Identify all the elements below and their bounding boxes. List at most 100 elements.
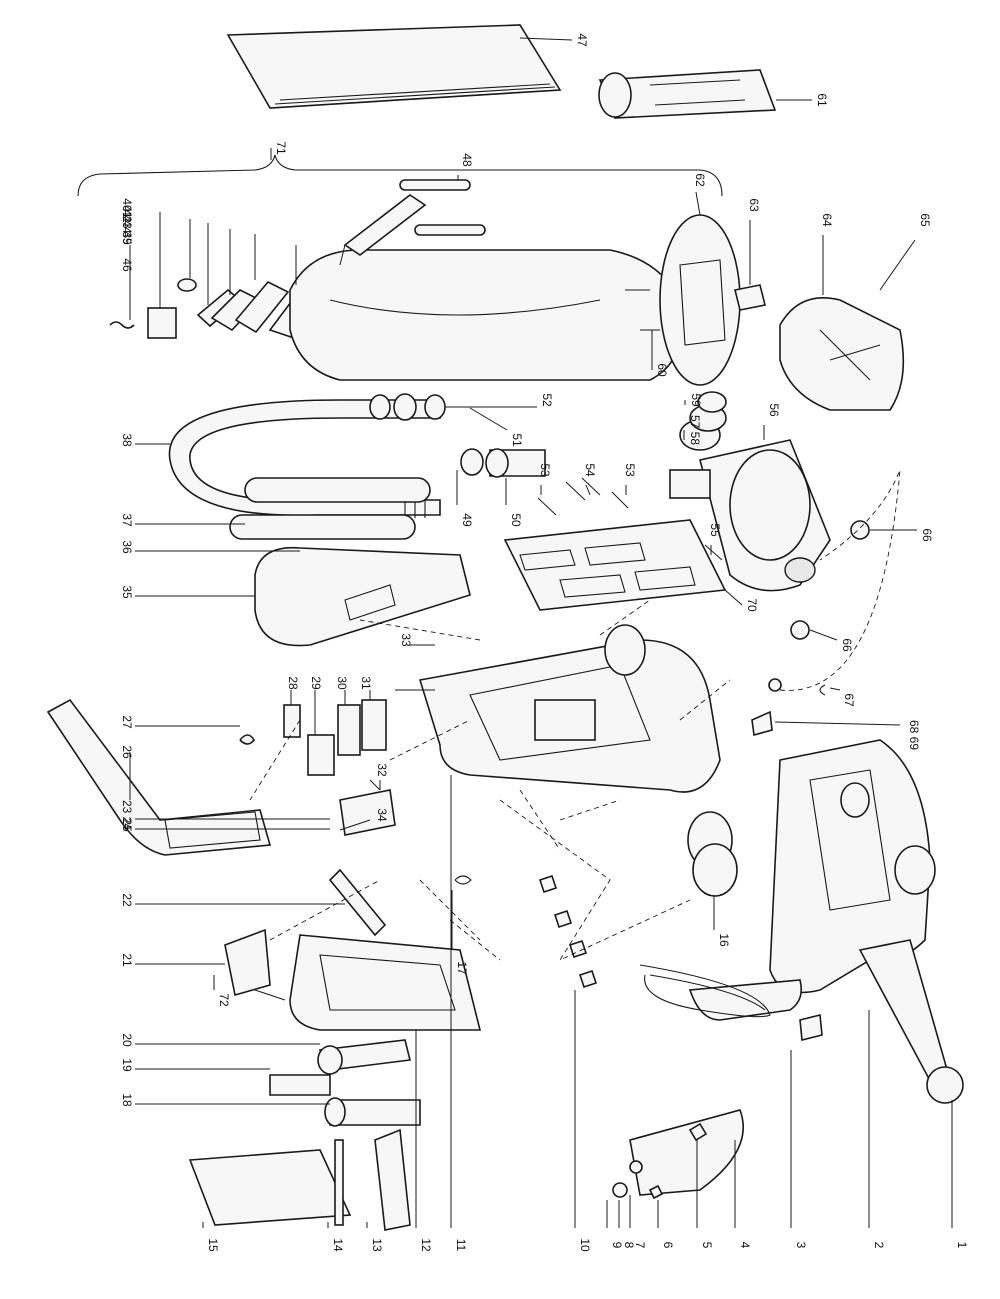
part-number-label: 12: [419, 1238, 433, 1252]
part-number-label: 70: [745, 598, 759, 612]
part-number-label: 55: [708, 523, 722, 537]
part-number-label: 56: [767, 403, 781, 417]
hose-and-wands: [168, 393, 546, 540]
part-number-label: 54: [583, 463, 597, 477]
part-number-label: 40: [120, 198, 134, 212]
part-number-label: 43: [120, 215, 134, 229]
part-number-label: 17: [455, 961, 469, 975]
part-number-label: 19: [120, 1058, 134, 1072]
part-number-label: 72: [217, 993, 231, 1007]
part-number-label: 15: [206, 1238, 220, 1252]
filter-parts: [224, 868, 472, 1001]
part-number-label: 33: [399, 633, 413, 647]
part-number-label: 6: [661, 1242, 675, 1249]
part-47-bag: [226, 24, 562, 109]
part-number-label: 52: [540, 393, 554, 407]
leader-line: [585, 484, 591, 496]
assembly-line: [269, 799, 621, 961]
part-number-label: 53: [538, 463, 552, 477]
part-number-label: 29: [309, 676, 323, 690]
part-number-label: 50: [509, 513, 523, 527]
part-number-label: 1: [955, 1242, 969, 1249]
clips-10: [499, 799, 691, 989]
part-number-label: 28: [286, 676, 300, 690]
part-number-label: 45: [120, 231, 134, 245]
part-number-label: 32: [375, 763, 389, 777]
part-number-label: 27: [120, 715, 134, 729]
part-number-label: 22: [120, 893, 134, 907]
upper-housing: [625, 214, 905, 411]
part-number-label: 39: [120, 231, 134, 245]
part-number-label: 71: [274, 141, 288, 155]
part-number-label: 9: [610, 1242, 624, 1249]
nozzle-base: [688, 739, 964, 1104]
part-number-label: 16: [717, 933, 731, 947]
handle-assembly: [109, 179, 683, 381]
part-number-label: 66: [920, 528, 934, 542]
part-number-label: 60: [655, 363, 669, 377]
part-number-label: 57 58: [688, 415, 702, 445]
part-number-label: 31: [359, 676, 373, 690]
part-number-label: 26: [120, 745, 134, 759]
part-number-label: 47: [575, 33, 589, 47]
part-number-label: 21: [120, 953, 134, 967]
lower-cover-12: [289, 934, 482, 1031]
part-number-label: 46: [120, 258, 134, 272]
part-number-label: 44: [120, 220, 134, 234]
part-number-label: 41: [120, 205, 134, 219]
leader-line: [724, 589, 743, 606]
bracket-71: [77, 154, 723, 197]
part-number-label: 42: [120, 209, 134, 223]
hardware-66-69: [751, 469, 901, 737]
part-number-label: 37: [120, 513, 134, 527]
tools-18-20: [269, 1039, 421, 1127]
part-number-label: 51: [510, 433, 524, 447]
part-number-label: 20: [120, 1033, 134, 1047]
part-number-label: 67: [842, 693, 856, 707]
leader-line: [829, 687, 841, 691]
part-number-label: 64: [820, 213, 834, 227]
leader-line: [519, 37, 573, 41]
part-number-label: 10: [578, 1238, 592, 1252]
part-number-label: 25: [120, 818, 134, 832]
leader-line: [809, 629, 838, 641]
motor-56: [669, 391, 831, 592]
part-number-label: 35: [120, 585, 134, 599]
leader-line: [879, 239, 916, 291]
part-number-label: 18: [120, 1093, 134, 1107]
part-number-label: 61: [815, 93, 829, 107]
part-number-label: 4: [738, 1242, 752, 1249]
part-number-label: 13: [370, 1238, 384, 1252]
leader-line: [339, 819, 371, 831]
part-number-label: 8: [622, 1242, 636, 1249]
part-number-label: 7: [633, 1242, 647, 1249]
part-number-label: 11: [454, 1239, 468, 1252]
part-number-label: 34: [375, 808, 389, 822]
assembly-line: [249, 599, 731, 941]
part-number-label: 38: [120, 433, 134, 447]
part-number-label: 2: [872, 1242, 886, 1249]
part-number-label: 59: [689, 393, 703, 407]
part-61-crevice-tool: [598, 69, 777, 119]
part-26: [46, 698, 272, 856]
part-number-label: 14: [331, 1238, 345, 1252]
leader-line: [695, 191, 701, 216]
parts-13-15: [188, 1128, 411, 1231]
part-number-label: 49: [460, 513, 474, 527]
part-number-label: 63: [747, 198, 761, 212]
part-number-label: 23 24: [120, 800, 134, 830]
part-number-label: 36: [120, 540, 134, 554]
main-housing-11: [418, 624, 733, 869]
part-number-label: 3: [794, 1242, 808, 1249]
part-number-label: 65: [918, 213, 932, 227]
rear-cover-35: [254, 546, 471, 647]
part-number-label: 68 69: [907, 720, 921, 750]
leader-line: [469, 407, 508, 431]
part-number-label: 66: [840, 638, 854, 652]
switch-parts: [239, 689, 435, 836]
cord-and-hardware: [612, 964, 823, 1200]
part-number-label: 53: [623, 463, 637, 477]
leader-line: [774, 721, 901, 726]
part-number-label: 5: [700, 1242, 714, 1249]
